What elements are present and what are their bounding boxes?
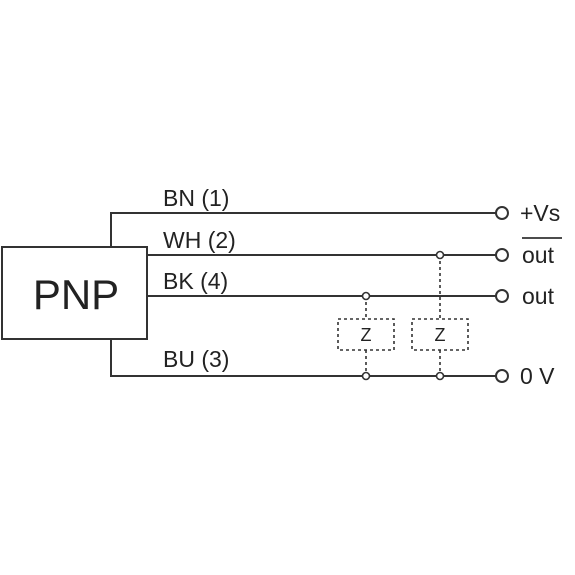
wire-label-wh: WH (2) xyxy=(163,227,236,253)
terminal-label-vs: +Vs xyxy=(520,200,560,226)
wire-bn xyxy=(110,212,496,247)
wire-label-bk: BK (4) xyxy=(163,268,228,294)
pnp-device-box xyxy=(1,246,148,340)
junction-dot xyxy=(361,291,371,301)
terminal-out-inverted xyxy=(495,248,509,262)
wire-label-bu: BU (3) xyxy=(163,346,229,372)
wire-label-bn: BN (1) xyxy=(163,185,229,211)
terminal-label-out: out xyxy=(522,283,555,309)
terminal-vs xyxy=(495,206,509,220)
terminal-label-out-inverted: out xyxy=(522,242,555,268)
device-label: PNP xyxy=(33,271,119,318)
terminal-out xyxy=(495,289,509,303)
load-1-label: Z xyxy=(361,325,372,345)
junction-dot xyxy=(361,371,371,381)
junction-dot xyxy=(435,371,445,381)
load-2-label: Z xyxy=(435,325,446,345)
junction-dot xyxy=(435,250,445,260)
terminal-0v xyxy=(495,369,509,383)
terminal-label-0v: 0 V xyxy=(520,363,555,389)
